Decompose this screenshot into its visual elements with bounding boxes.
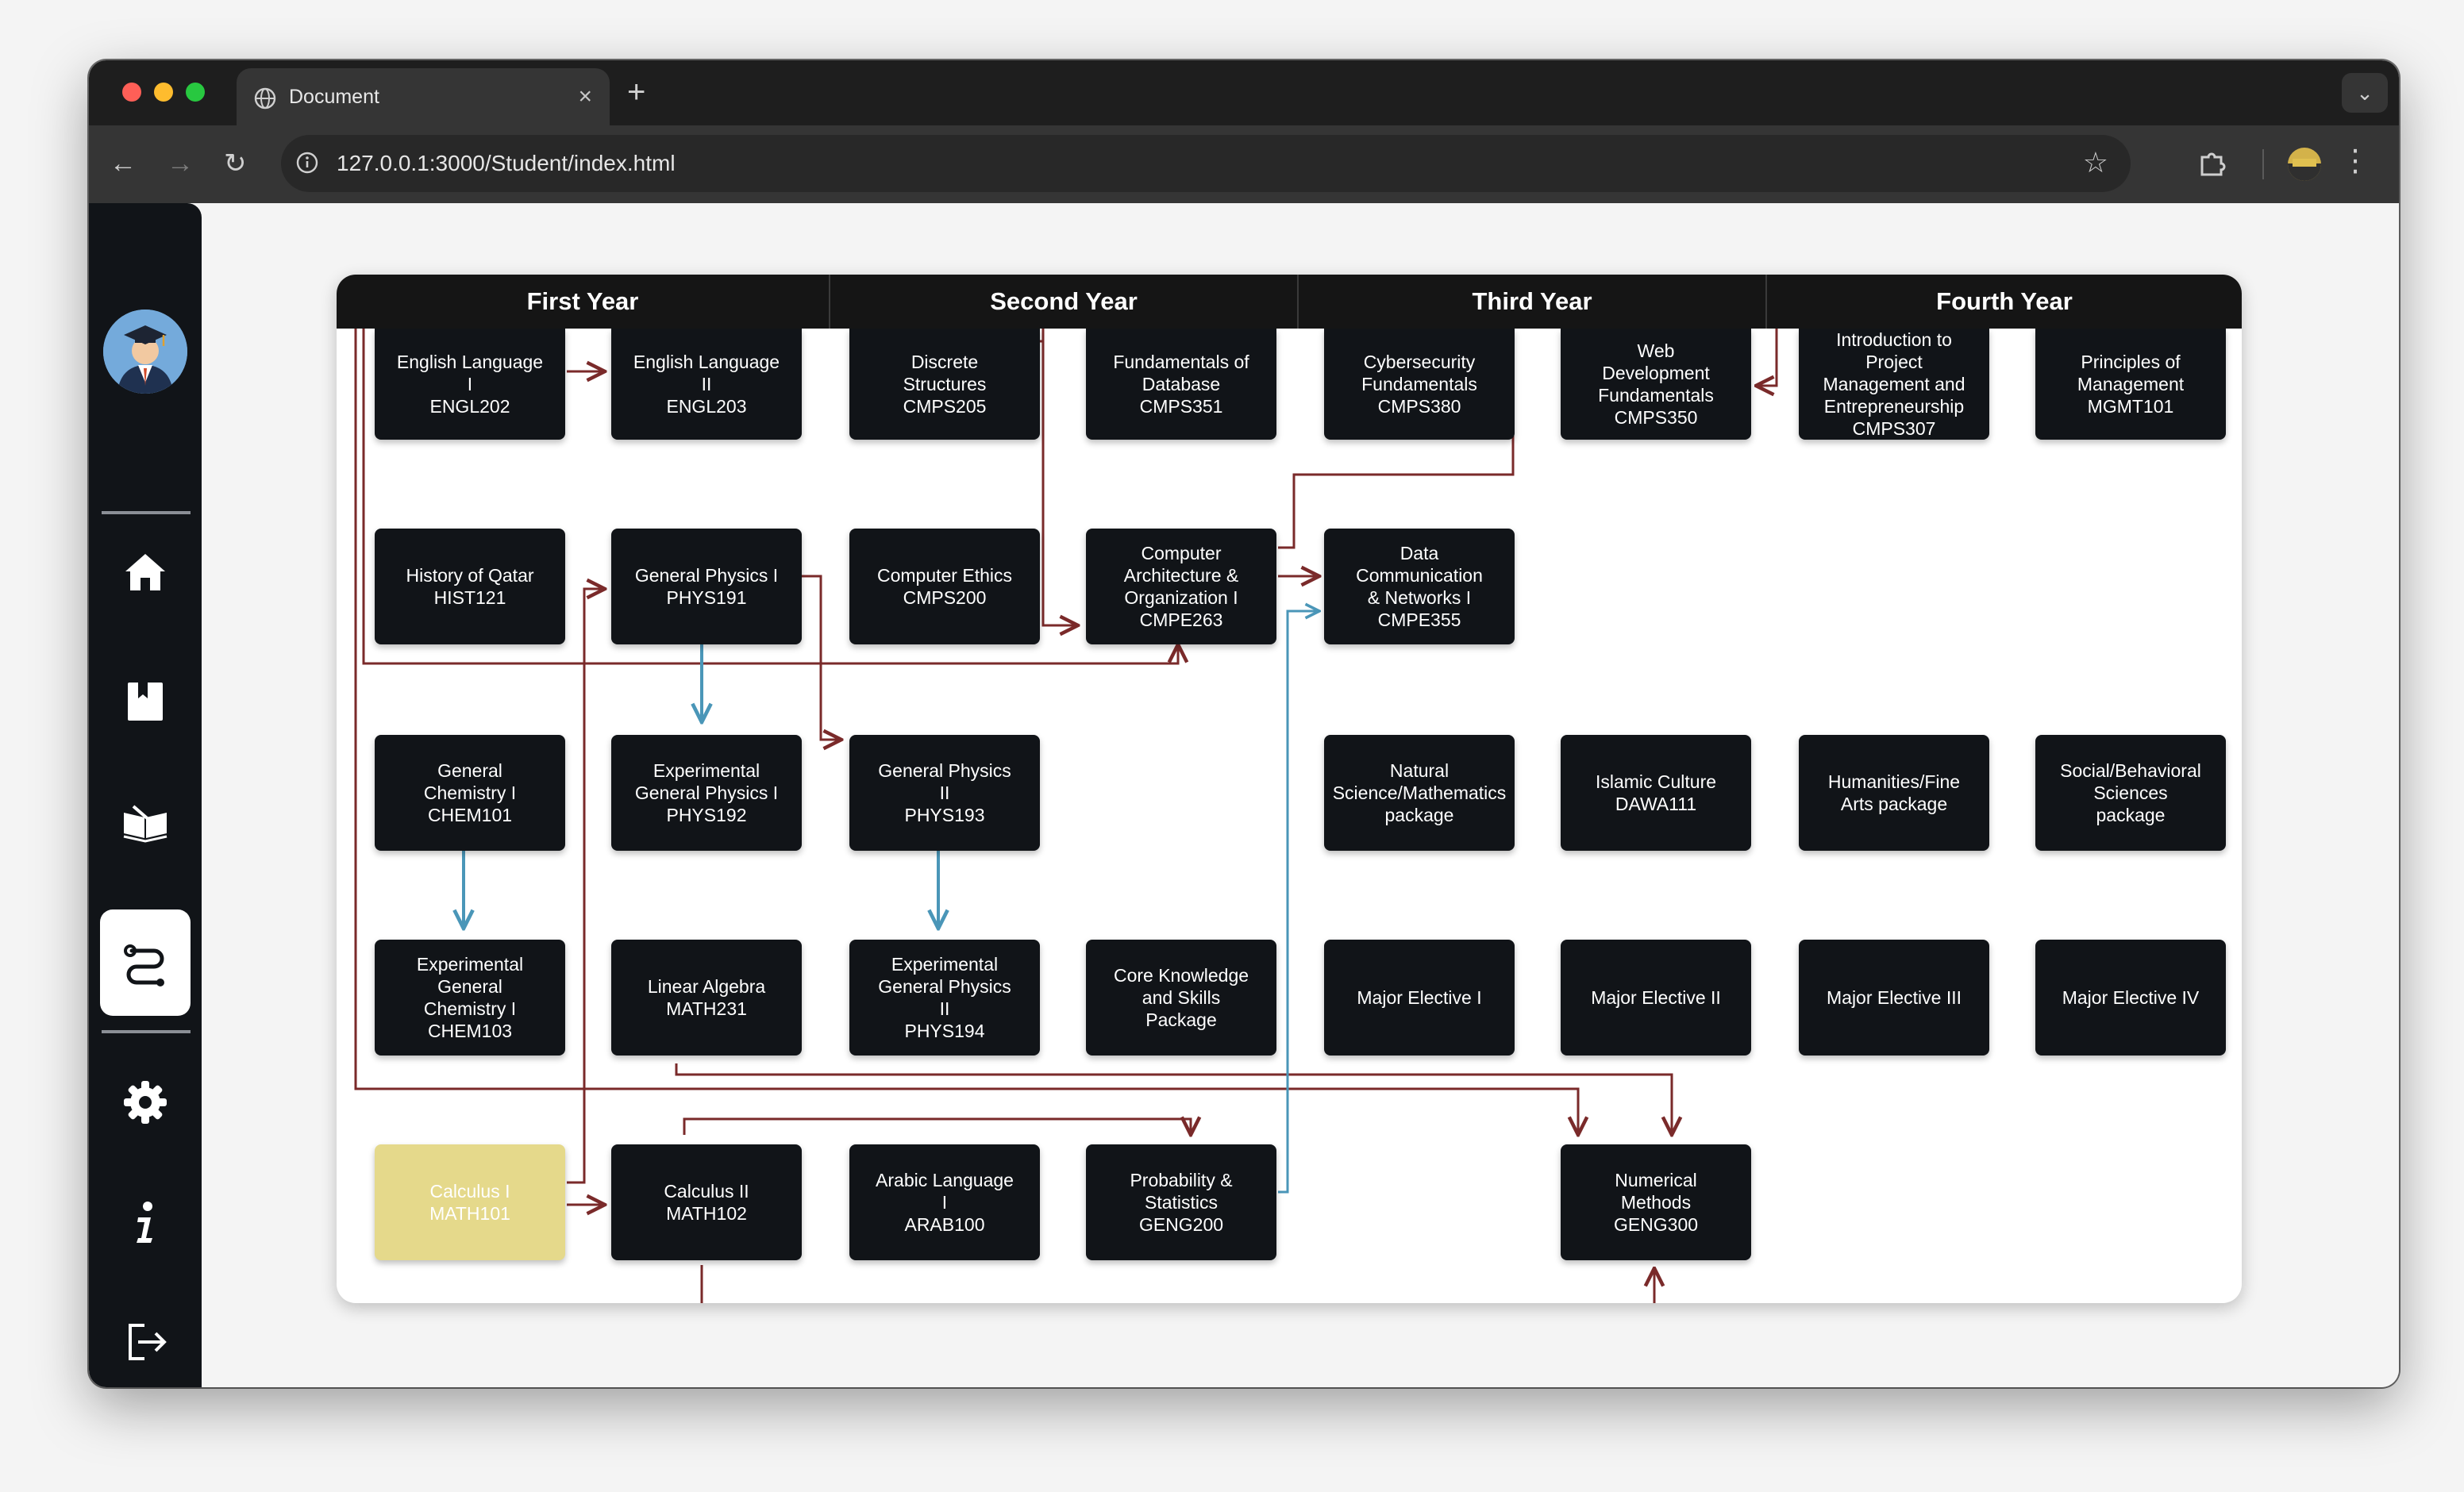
year-label: Fourth Year (1936, 287, 2073, 315)
home-icon[interactable] (121, 548, 170, 597)
course-card[interactable]: Cybersecurity Fundamentals CMPS380 (1324, 329, 1515, 440)
course-card[interactable]: Major Elective I (1324, 940, 1515, 1056)
sidebar-divider (102, 511, 191, 514)
course-card[interactable]: Experimental General Chemistry I CHEM103 (375, 940, 565, 1056)
browser-tab[interactable]: Document × (237, 68, 610, 125)
tab-bar: Document × + ⌄ (89, 60, 2399, 125)
browser-toolbar: ← → ↻ 127.0.0.1:3000/Student/index.html … (89, 125, 2399, 203)
course-card[interactable]: Social/Behavioral Sciences package (2035, 735, 2226, 851)
back-arrow-icon[interactable]: ← (110, 148, 137, 179)
course-card[interactable]: Experimental General Physics I PHYS192 (611, 735, 802, 851)
course-card[interactable]: Arabic Language I ARAB100 (849, 1144, 1040, 1260)
course-card[interactable]: Major Elective IV (2035, 940, 2226, 1056)
site-info-icon[interactable] (295, 151, 319, 175)
year-label: Second Year (990, 287, 1138, 315)
course-card[interactable]: Web Development Fundamentals CMPS350 (1561, 329, 1751, 440)
course-card[interactable]: Experimental General Physics II PHYS194 (849, 940, 1040, 1056)
sidebar-active-highlight (100, 909, 191, 1016)
course-card-completed[interactable]: Calculus I MATH101 (375, 1144, 565, 1260)
course-card[interactable]: Core Knowledge and Skills Package (1086, 940, 1276, 1056)
maximize-window-button[interactable] (186, 83, 205, 102)
course-card[interactable]: Introduction to Project Management and E… (1799, 329, 1989, 440)
course-card[interactable]: Islamic Culture DAWA111 (1561, 735, 1751, 851)
tab-search-chevron-icon[interactable]: ⌄ (2342, 73, 2388, 113)
tab-close-icon[interactable]: × (578, 83, 592, 110)
address-bar[interactable]: 127.0.0.1:3000/Student/index.html ☆ (281, 135, 2131, 192)
course-card[interactable]: Numerical Methods GENG300 (1561, 1144, 1751, 1260)
logout-icon[interactable] (121, 1317, 170, 1367)
course-card[interactable]: Fundamentals of Database CMPS351 (1086, 329, 1276, 440)
year-label: Third Year (1472, 287, 1592, 315)
tab-title: Document (289, 86, 379, 108)
year-divider (829, 275, 830, 329)
page-content: English Language I ENGL202 English Langu… (89, 203, 2399, 1387)
course-card[interactable]: Major Elective II (1561, 940, 1751, 1056)
url-text[interactable]: 127.0.0.1:3000/Student/index.html (337, 151, 676, 175)
profile-avatar-icon[interactable] (2288, 148, 2321, 181)
study-plan-board: English Language I ENGL202 English Langu… (337, 275, 2242, 1303)
prerequisite-arrows (354, 329, 1778, 1303)
course-card[interactable]: Discrete Structures CMPS205 (849, 329, 1040, 440)
close-window-button[interactable] (122, 83, 141, 102)
year-divider (1765, 275, 1767, 329)
course-card[interactable]: Natural Science/Mathematics package (1324, 735, 1515, 851)
globe-icon (254, 87, 276, 110)
course-card[interactable]: General Chemistry I CHEM101 (375, 735, 565, 851)
gear-icon[interactable] (121, 1078, 170, 1127)
course-card[interactable]: English Language I ENGL202 (375, 329, 565, 440)
course-card[interactable]: Computer Architecture & Organization I C… (1086, 529, 1276, 644)
year-label: First Year (526, 287, 639, 315)
course-card[interactable]: Humanities/Fine Arts package (1799, 735, 1989, 851)
toolbar-separator (2262, 149, 2264, 179)
course-card[interactable]: Principles of Management MGMT101 (2035, 329, 2226, 440)
info-icon[interactable] (121, 1198, 170, 1248)
course-card[interactable]: General Physics I PHYS191 (611, 529, 802, 644)
course-card[interactable]: Data Communication & Networks I CMPE355 (1324, 529, 1515, 644)
open-book-icon[interactable] (121, 797, 170, 846)
course-card[interactable]: General Physics II PHYS193 (849, 735, 1040, 851)
minimize-window-button[interactable] (154, 83, 173, 102)
more-menu-icon[interactable]: ⋮ (2340, 144, 2370, 178)
reload-icon[interactable]: ↻ (224, 148, 247, 179)
bookmark-star-icon[interactable]: ☆ (2082, 146, 2108, 179)
bookmark-icon[interactable] (121, 676, 170, 725)
course-card[interactable]: Computer Ethics CMPS200 (849, 529, 1040, 644)
sidebar (89, 203, 202, 1387)
course-card[interactable]: Major Elective III (1799, 940, 1989, 1056)
new-tab-button[interactable]: + (627, 75, 646, 110)
course-card[interactable]: Linear Algebra MATH231 (611, 940, 802, 1056)
course-card[interactable]: History of Qatar HIST121 (375, 529, 565, 644)
sidebar-divider (102, 1030, 191, 1033)
route-icon[interactable] (121, 938, 170, 987)
course-card[interactable]: Probability & Statistics GENG200 (1086, 1144, 1276, 1260)
course-card[interactable]: Calculus II MATH102 (611, 1144, 802, 1260)
year-header: First Year Second Year Third Year Fourth… (337, 275, 2242, 329)
year-divider (1297, 275, 1299, 329)
extensions-puzzle-icon[interactable] (2196, 146, 2227, 178)
avatar[interactable] (103, 310, 187, 394)
forward-arrow-icon[interactable]: → (167, 148, 194, 179)
browser-window: Document × + ⌄ ← → ↻ 127.0.0.1:3000/Stud… (89, 60, 2399, 1387)
course-card[interactable]: English Language II ENGL203 (611, 329, 802, 440)
